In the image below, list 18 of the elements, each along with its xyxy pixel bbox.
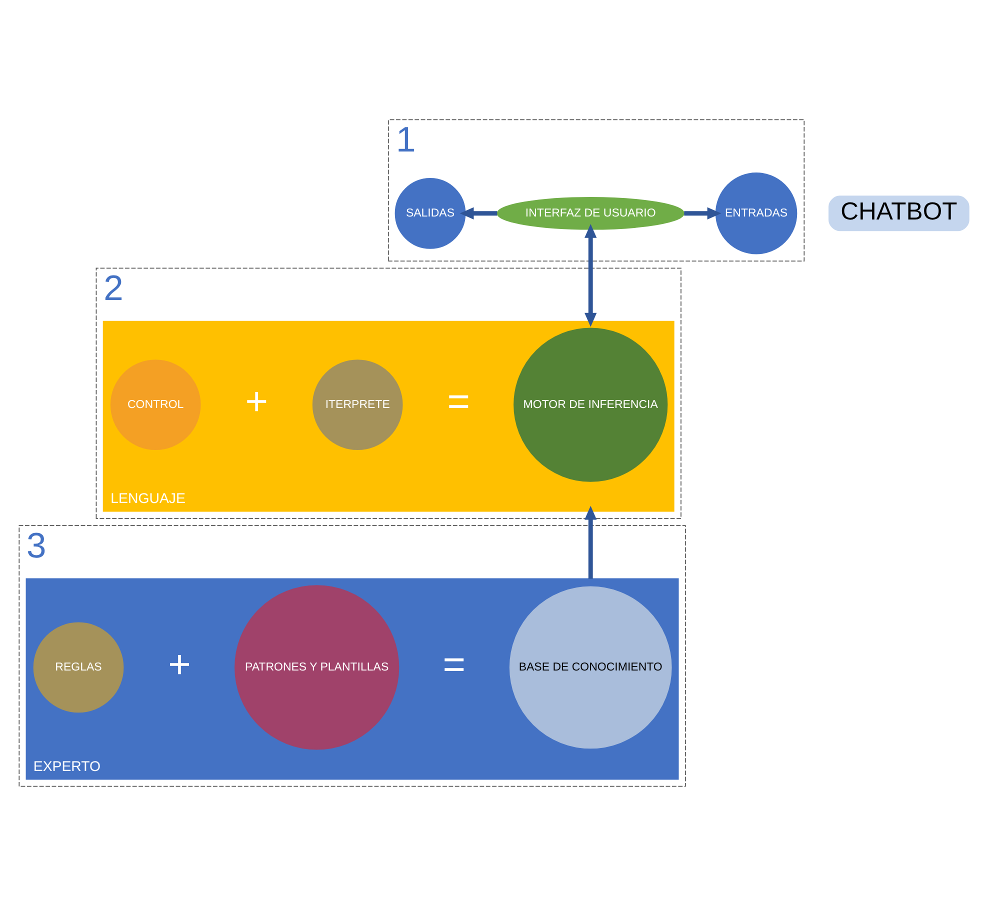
node-circle: CONTROL bbox=[110, 359, 201, 450]
label: = bbox=[442, 642, 466, 686]
node-circle: ITERPRETE bbox=[312, 359, 403, 450]
node-circle: PATRONES Y PLANTILLAS bbox=[234, 584, 400, 750]
arrow bbox=[684, 206, 722, 219]
node-box: CHATBOT bbox=[828, 195, 970, 231]
node-circle: BASE DE CONOCIMIENTO bbox=[509, 586, 672, 748]
node-circle: MOTOR DE INFERENCIA bbox=[514, 327, 668, 482]
node-circle: SALIDAS bbox=[394, 177, 466, 248]
label: = bbox=[447, 380, 470, 424]
node-ellipse: INTERFAZ DE USUARIO bbox=[496, 196, 685, 230]
arrow bbox=[584, 223, 597, 326]
arrow bbox=[460, 206, 498, 219]
label: + bbox=[168, 642, 191, 686]
arrow bbox=[584, 505, 597, 578]
label: + bbox=[245, 380, 268, 424]
node-circle: ENTRADAS bbox=[715, 172, 798, 254]
node-circle: REGLAS bbox=[33, 622, 124, 712]
